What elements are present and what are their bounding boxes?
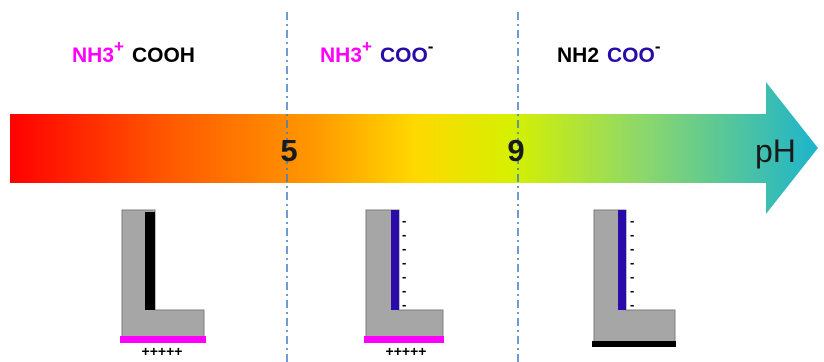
capillary-mid-ph: - - - - - - - +++++	[364, 209, 444, 359]
ph-arrow	[10, 82, 818, 214]
zone-3-label: NH2 COO-	[557, 37, 661, 67]
zone-2-carboxyl-charge: -	[428, 37, 434, 56]
capillary-2-wall-layer	[391, 210, 399, 310]
zone-3-carboxyl: COO	[607, 44, 655, 67]
capillary-1-base-charges: +++++	[142, 343, 183, 359]
capillary-high-ph: - - - - - - -	[592, 209, 676, 347]
svg-text:-: -	[630, 269, 634, 284]
ph-tick-9: 9	[507, 133, 524, 168]
zone-3-amine: NH2	[557, 44, 599, 67]
capillary-3-base-layer	[592, 341, 676, 347]
capillary-3-wall-charges: - - - - - - -	[630, 213, 634, 312]
svg-text:-: -	[630, 227, 634, 242]
capillary-2-base-charges: +++++	[386, 343, 427, 359]
zone-1-carboxyl: COOH	[132, 44, 195, 67]
ph-axis-label: pH	[755, 133, 796, 169]
zone-2-amine: NH3	[320, 44, 362, 67]
svg-text:-: -	[402, 227, 406, 242]
zone-1-amine-charge: +	[114, 37, 124, 56]
svg-text:-: -	[402, 255, 406, 270]
capillary-low-ph: +++++	[120, 209, 206, 359]
svg-text:-: -	[402, 269, 406, 284]
zone-2-carboxyl: COO	[380, 44, 428, 67]
capillary-2-base-layer	[364, 336, 444, 343]
zone-2-amine-charge: +	[362, 37, 372, 56]
svg-text:-: -	[402, 241, 406, 256]
svg-text:-: -	[402, 297, 406, 312]
svg-text:-: -	[630, 283, 634, 298]
capillary-2-wall-charges: - - - - - - -	[402, 213, 406, 312]
zone-2-label: NH3+ COO-	[320, 37, 433, 67]
svg-text:-: -	[402, 283, 406, 298]
zone-3-carboxyl-charge: -	[655, 37, 661, 56]
svg-text:-: -	[630, 255, 634, 270]
capillary-3-wall-layer	[618, 210, 626, 310]
capillary-1-base-layer	[120, 336, 206, 343]
svg-text:-: -	[630, 297, 634, 312]
svg-text:-: -	[630, 241, 634, 256]
capillary-1-wall	[121, 209, 205, 339]
zone-1-label: NH3+ COOH	[72, 37, 195, 67]
svg-text:-: -	[630, 213, 634, 228]
capillary-1-wall-layer	[145, 212, 155, 310]
capillary-3-wall	[593, 209, 676, 343]
ph-tick-5: 5	[280, 133, 297, 168]
svg-text:-: -	[402, 213, 406, 228]
zone-1-amine: NH3	[72, 44, 114, 67]
